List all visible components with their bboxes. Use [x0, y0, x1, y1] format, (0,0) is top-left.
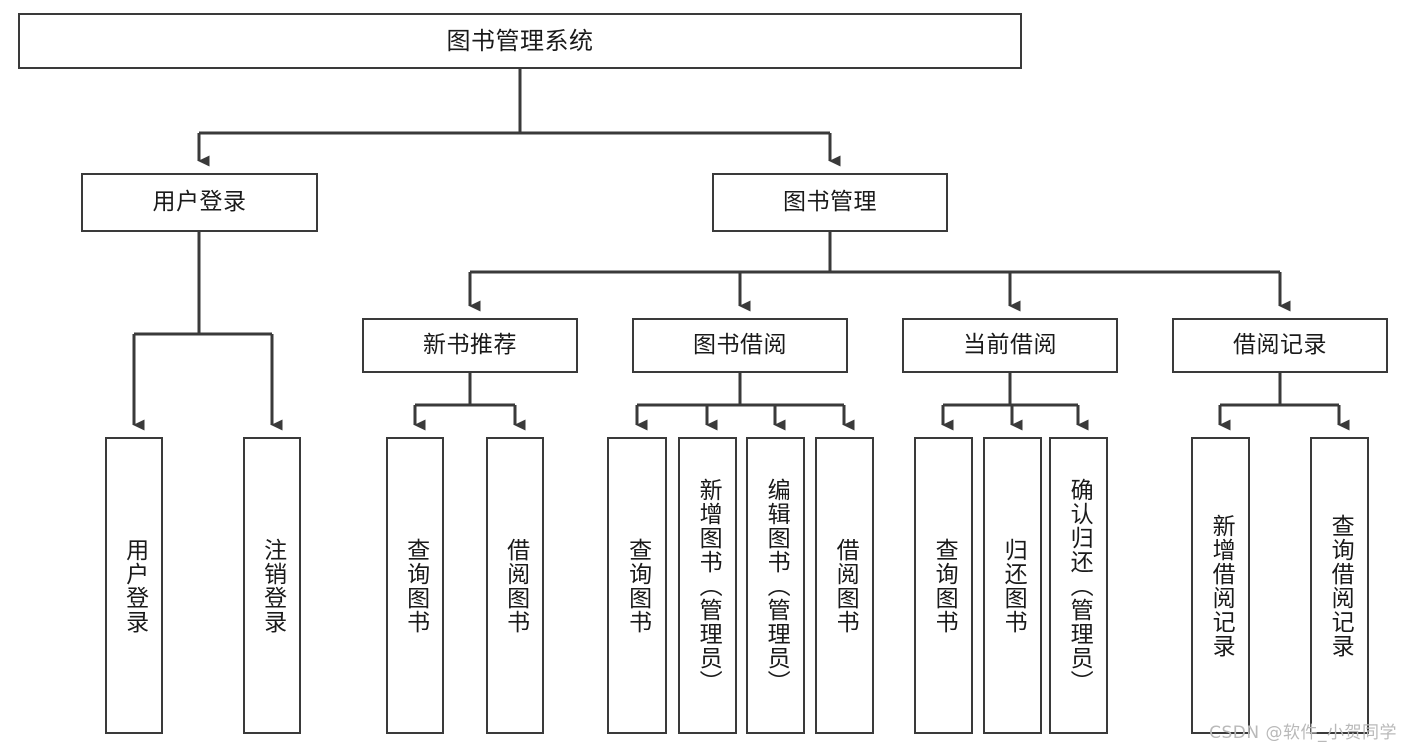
node-leaf-edit-book[interactable]: 编辑图书（管理员） — [746, 437, 805, 734]
node-leaf-query-book-2[interactable]: 查询图书 — [607, 437, 667, 734]
node-root[interactable]: 图书管理系统 — [18, 13, 1022, 69]
node-leaf-query-book-1[interactable]: 查询图书 — [386, 437, 444, 734]
node-leaf-add-book[interactable]: 新增图书（管理员） — [678, 437, 737, 734]
node-leaf-borrow-book-2[interactable]: 借阅图书 — [815, 437, 874, 734]
node-label: 新增借阅记录 — [1208, 513, 1235, 658]
node-label: 查询借阅记录 — [1327, 513, 1354, 658]
node-new-book-recommend[interactable]: 新书推荐 — [362, 318, 578, 373]
node-leaf-logout[interactable]: 注销登录 — [243, 437, 301, 734]
node-label: 新书推荐 — [423, 331, 517, 358]
node-leaf-borrow-book-1[interactable]: 借阅图书 — [486, 437, 544, 734]
node-leaf-confirm-return[interactable]: 确认归还（管理员） — [1049, 437, 1108, 734]
node-label: 借阅记录 — [1233, 331, 1327, 358]
node-label: 查询图书 — [624, 537, 651, 634]
node-user-login[interactable]: 用户登录 — [81, 173, 318, 232]
node-label: 图书管理 — [783, 188, 877, 215]
node-label: 编辑图书（管理员） — [763, 477, 790, 694]
node-label: 图书管理系统 — [446, 26, 594, 55]
node-leaf-query-book-3[interactable]: 查询图书 — [914, 437, 973, 734]
node-label: 注销登录 — [259, 537, 286, 634]
node-label: 借阅图书 — [832, 537, 859, 634]
node-current-borrow[interactable]: 当前借阅 — [902, 318, 1118, 373]
node-label: 查询图书 — [402, 537, 429, 634]
node-label: 当前借阅 — [963, 331, 1057, 358]
node-leaf-user-login[interactable]: 用户登录 — [105, 437, 163, 734]
node-label: 用户登录 — [152, 188, 247, 215]
watermark-text: CSDN @软件_小贺同学 — [1209, 723, 1397, 743]
node-borrow-record[interactable]: 借阅记录 — [1172, 318, 1388, 373]
node-label: 归还图书 — [1000, 537, 1027, 634]
node-book-borrow[interactable]: 图书借阅 — [632, 318, 848, 373]
node-leaf-query-record[interactable]: 查询借阅记录 — [1310, 437, 1369, 734]
node-label: 图书借阅 — [693, 331, 787, 358]
node-book-manage[interactable]: 图书管理 — [712, 173, 948, 232]
node-label: 确认归还（管理员） — [1066, 477, 1093, 694]
node-label: 新增图书（管理员） — [695, 477, 722, 694]
node-leaf-return-book[interactable]: 归还图书 — [983, 437, 1042, 734]
node-label: 查询图书 — [931, 537, 958, 634]
node-leaf-add-record[interactable]: 新增借阅记录 — [1191, 437, 1250, 734]
node-label: 用户登录 — [121, 537, 148, 634]
node-label: 借阅图书 — [502, 537, 529, 634]
